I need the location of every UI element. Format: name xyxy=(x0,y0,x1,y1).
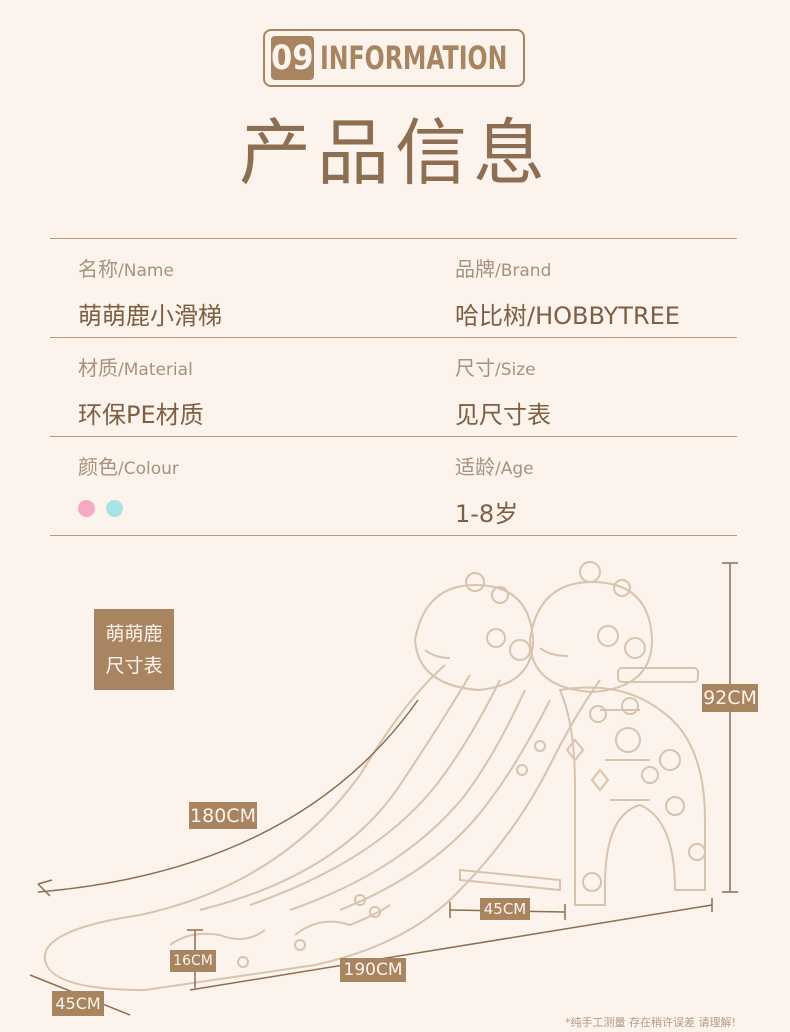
spec-row: 名称/Name 萌萌鹿小滑梯 品牌/Brand 哈比树/HOBBYTREE xyxy=(50,238,737,337)
footnote: *纯手工测量 存在稍许误差 请理解! xyxy=(565,1016,736,1029)
spec-age: 适龄/Age 1-8岁 xyxy=(455,437,534,529)
spec-colour: 颜色/Colour xyxy=(78,437,179,517)
dim-front-width-label: 45CM xyxy=(52,991,104,1016)
spec-table: 名称/Name 萌萌鹿小滑梯 品牌/Brand 哈比树/HOBBYTREE 材质… xyxy=(50,238,737,536)
spec-value: 萌萌鹿小滑梯 xyxy=(78,302,222,330)
dim-base-width-label: 45CM xyxy=(480,898,530,920)
spec-label: 尺寸/Size xyxy=(455,356,536,380)
spec-size: 尺寸/Size 见尺寸表 xyxy=(455,338,551,430)
spec-value: 哈比树/HOBBYTREE xyxy=(455,302,680,330)
section-title: INFORMATION xyxy=(319,39,507,77)
spec-label: 材质/Material xyxy=(78,356,193,380)
size-chart-tag: 萌萌鹿 尺寸表 xyxy=(94,609,174,690)
spec-row: 颜色/Colour 适龄/Age 1-8岁 xyxy=(50,436,737,536)
dim-height-label: 92CM xyxy=(702,684,758,712)
spec-value: 1-8岁 xyxy=(455,500,519,528)
slide-drawing xyxy=(29,561,738,1016)
spec-label: 品牌/Brand xyxy=(455,257,552,281)
spec-value: 见尺寸表 xyxy=(455,401,551,429)
color-swatch-cyan xyxy=(106,500,123,517)
spec-label: 名称/Name xyxy=(78,257,174,281)
spec-value: 环保PE材质 xyxy=(78,401,204,429)
color-swatches xyxy=(78,500,179,517)
dim-slide-length-label: 180CM xyxy=(189,802,257,829)
spec-label: 适龄/Age xyxy=(455,455,534,479)
section-number: 09 xyxy=(271,36,314,80)
spec-material: 材质/Material 环保PE材质 xyxy=(78,338,204,430)
page-title: 产品信息 xyxy=(238,111,551,195)
color-swatch-pink xyxy=(78,500,95,517)
dim-total-length-label: 190CM xyxy=(340,958,406,982)
spec-name: 名称/Name 萌萌鹿小滑梯 xyxy=(78,239,222,331)
spec-brand: 品牌/Brand 哈比树/HOBBYTREE xyxy=(455,239,680,331)
section-badge: 09 INFORMATION xyxy=(263,29,525,87)
spec-row: 材质/Material 环保PE材质 尺寸/Size 见尺寸表 xyxy=(50,337,737,436)
dim-end-height-label: 16CM xyxy=(170,950,216,972)
spec-label: 颜色/Colour xyxy=(78,455,179,479)
